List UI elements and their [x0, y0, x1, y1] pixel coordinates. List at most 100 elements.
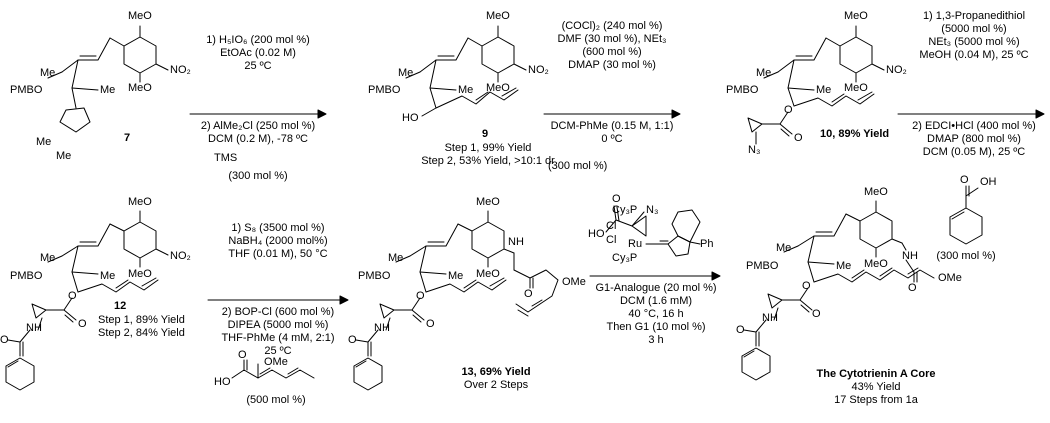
compound-12-label: 12 — [114, 300, 127, 312]
step4-condition-line: DIPEA (5000 mol %) — [227, 319, 329, 331]
methoxy-label: MeO — [128, 268, 152, 280]
step4-condition-line: 1) S₈ (3500 mol %) — [231, 222, 325, 234]
step5-condition-line: Then G1 (10 mol %) — [606, 321, 706, 333]
compound-10-label: 10, 89% Yield — [820, 128, 890, 140]
reaction-arrow-4 — [207, 295, 349, 305]
step2-reagent-amount: (300 mol %) — [548, 160, 608, 172]
hydroxyl-label: HO — [214, 376, 231, 388]
carbonyl-oxygen-label: O — [524, 288, 533, 300]
methoxy-label: MeO — [128, 10, 152, 22]
carbonyl-oxygen-label: O — [736, 324, 745, 336]
step1-condition-line: DCM (0.2 M), -78 ºC — [208, 133, 308, 145]
chloride-label: Cl — [606, 220, 617, 232]
step3-condition-line: 2) EDCI•HCl (400 mol %) — [912, 120, 1036, 132]
core-steps: 17 Steps from 1a — [834, 394, 918, 406]
compound-13-note: Over 2 Steps — [463, 379, 529, 391]
pmb-ether-label: PMBO — [358, 270, 391, 282]
pmb-ether-label: PMBO — [726, 84, 759, 96]
methyl-label: Me — [458, 84, 474, 96]
carbonyl-oxygen-label: O — [426, 318, 435, 330]
amide-nh-label: NH — [26, 322, 42, 334]
amide-nh-label: NH — [762, 312, 778, 324]
step4-condition-line: THF-PhMe (4 mM, 2:1) — [221, 332, 335, 344]
carbonyl-oxygen-label: O — [960, 174, 969, 186]
step1-condition-line: 2) AlMe₂Cl (250 mol %) — [200, 120, 316, 132]
methyl-label: Me — [56, 150, 72, 162]
methyl-label: Me — [100, 270, 116, 282]
tms-label: TMS — [214, 152, 238, 164]
step3-condition-line: NEt₃ (5000 mol %) — [928, 36, 1020, 48]
step5-condition-line: G1-Analogue (20 mol %) — [595, 282, 717, 294]
carbonyl-oxygen-label: O — [0, 334, 9, 346]
amide-nh-label: NH — [374, 322, 390, 334]
methoxy-acid-reagent-structure — [231, 359, 315, 379]
step2-condition-line: (COCl)₂ (240 mol %) — [561, 20, 663, 32]
methoxy-label: MeO — [128, 82, 152, 94]
methyl-label: Me — [36, 136, 52, 148]
compound-7-structure — [47, 25, 169, 133]
step1-reagent-amount: (300 mol %) — [228, 170, 288, 182]
step3-condition-line: (5000 mol %) — [941, 23, 1007, 35]
phenyl-label: Ph — [700, 238, 714, 250]
carbonyl-oxygen-label: O — [908, 282, 917, 294]
nitro-label: NO₂ — [170, 64, 191, 76]
step3-condition-line: DMAP (800 mol %) — [927, 133, 1021, 145]
ester-oxygen-label: O — [802, 280, 811, 292]
step4-reagent-amount: (500 mol %) — [246, 394, 306, 406]
carbonyl-oxygen-label: O — [348, 334, 357, 346]
carbonyl-oxygen-label: O — [812, 308, 821, 320]
methyl-label: Me — [398, 67, 414, 79]
ester-oxygen-label: O — [416, 290, 425, 302]
step5-condition-line: 40 °C, 16 h — [628, 308, 684, 320]
methyl-label: Me — [40, 252, 56, 264]
compound-13-label: 13, 69% Yield — [461, 366, 531, 378]
nitro-label: NO₂ — [886, 64, 907, 76]
step4-result: Step 2, 84% Yield — [98, 327, 185, 339]
azide-label: N₃ — [748, 144, 761, 156]
phosphine-ligand-label: Cy₃P — [612, 252, 638, 264]
ruthenium-label: Ru — [628, 238, 643, 250]
step1-condition-line: EtOAc (0.02 M) — [220, 47, 296, 59]
methoxy-label: MeO — [476, 196, 500, 208]
amide-nh-label: NH — [902, 250, 918, 262]
methoxy-label: MeO — [844, 82, 868, 94]
step1-result: Step 1, 99% Yield — [444, 142, 532, 154]
step2-condition-line: DCM-PhMe (0.15 M, 1:1) — [550, 120, 674, 132]
carbonyl-oxygen-label: O — [238, 349, 247, 361]
step2-condition-line: DMAP (30 mol %) — [568, 59, 656, 71]
methoxy-label: MeO — [844, 10, 868, 22]
reaction-arrow-1 — [189, 109, 327, 119]
azide-label: N₃ — [646, 204, 659, 216]
step3-condition-line: MeOH (0.04 M), 25 ºC — [919, 49, 1029, 61]
step4-condition-line: 2) BOP-Cl (600 mol %) — [221, 306, 335, 318]
compound-9-structure — [405, 25, 527, 117]
cyclohexene-acid-reagent-structure — [949, 185, 983, 245]
compound-7-label: 7 — [124, 132, 131, 144]
methoxy-label: MeO — [864, 186, 888, 198]
hydroxyl-label: OH — [980, 176, 997, 188]
methoxy-label: MeO — [486, 10, 510, 22]
step1-condition-line: 25 ºC — [244, 60, 272, 72]
methoxy-label: MeO — [128, 196, 152, 208]
core-yield: 43% Yield — [851, 381, 901, 393]
cytotrienin-core-structure — [741, 200, 935, 381]
step2-condition-line: DMF (30 mol %), NEt₃ — [557, 33, 667, 45]
compound-10-structure — [747, 25, 885, 145]
step5-condition-line: DCM (1.6 mM) — [619, 295, 693, 307]
hydroxyl-label: HO — [402, 112, 419, 124]
nitro-label: NO₂ — [528, 64, 549, 76]
grubbs-catalyst-structure — [645, 209, 701, 257]
methyl-label: Me — [100, 84, 116, 96]
nitro-label: NO₂ — [170, 250, 191, 262]
methyl-label: Me — [776, 242, 792, 254]
methoxy-label: OMe — [562, 276, 586, 288]
phosphine-ligand-label: Cy₃P — [612, 204, 638, 216]
amide-nh-label: NH — [508, 236, 524, 248]
reaction-arrow-5 — [589, 271, 721, 281]
step3-reagent-amount: (300 mol %) — [936, 250, 996, 262]
pmb-ether-label: PMBO — [10, 84, 43, 96]
step2-condition-line: 0 ºC — [601, 133, 623, 145]
step4-condition-line: THF (0.01 M), 50 °C — [228, 248, 328, 260]
methyl-label: Me — [836, 260, 852, 272]
step3-condition-line: 1) 1,3-Propanedithiol — [922, 10, 1026, 22]
